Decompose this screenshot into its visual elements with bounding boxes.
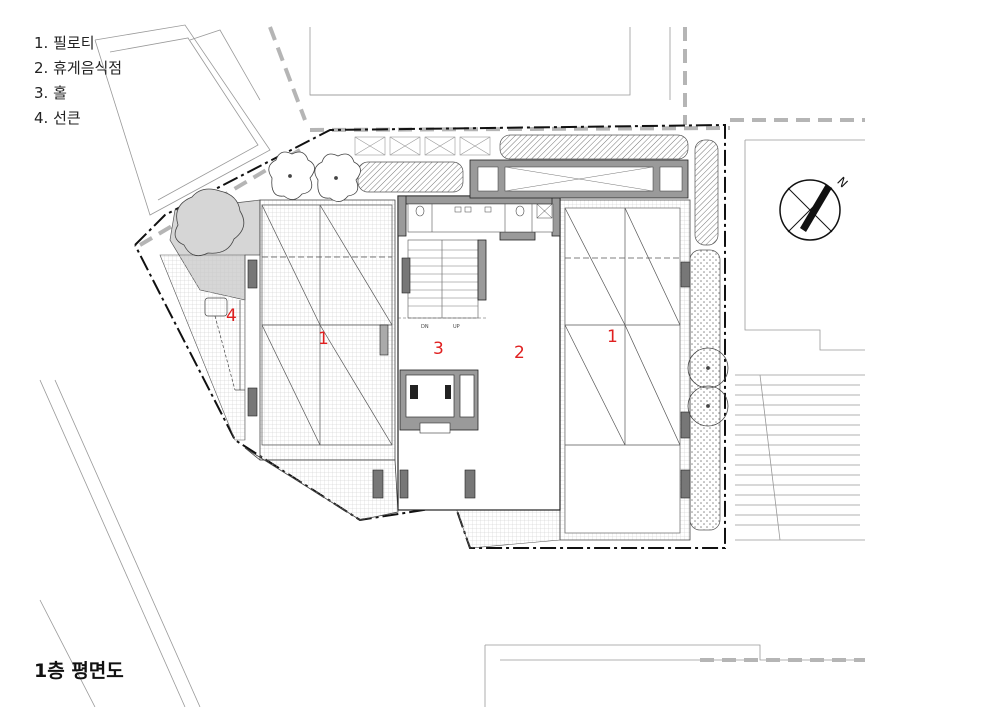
north-mark: N — [834, 174, 850, 190]
north-arrow: N — [779, 174, 850, 241]
plan-title: 1층 평면도 — [34, 660, 124, 682]
legend-item: 1. 필로티 — [34, 34, 95, 52]
legend-item: 2. 휴게음식점 — [34, 59, 123, 77]
building-core: DN UP — [397, 195, 561, 511]
stair-up-tag: UP — [453, 324, 460, 330]
zone-label-piloti-right: 1 — [607, 327, 618, 347]
piloti-right-lines — [564, 207, 681, 446]
zone-label-sunken: 4 — [226, 306, 237, 326]
zone-label-restaurant: 2 — [514, 343, 525, 363]
stair-dn-tag: DN — [421, 324, 429, 330]
zone-labels: 1 2 3 4 1 — [226, 306, 618, 363]
zone-label-hall: 3 — [433, 339, 444, 359]
columns — [247, 259, 691, 499]
trees — [174, 151, 729, 427]
legend: 1. 필로티 2. 휴게음식점 3. 홀 4. 선큰 — [34, 31, 122, 131]
sunken-court — [204, 297, 245, 391]
legend-item: 3. 홀 — [34, 84, 67, 102]
piloti-left-lines — [261, 204, 393, 446]
zone-label-piloti-left: 1 — [318, 329, 329, 349]
utility-rooms — [469, 159, 689, 199]
legend-item: 4. 선큰 — [34, 109, 81, 127]
planters — [354, 134, 721, 531]
